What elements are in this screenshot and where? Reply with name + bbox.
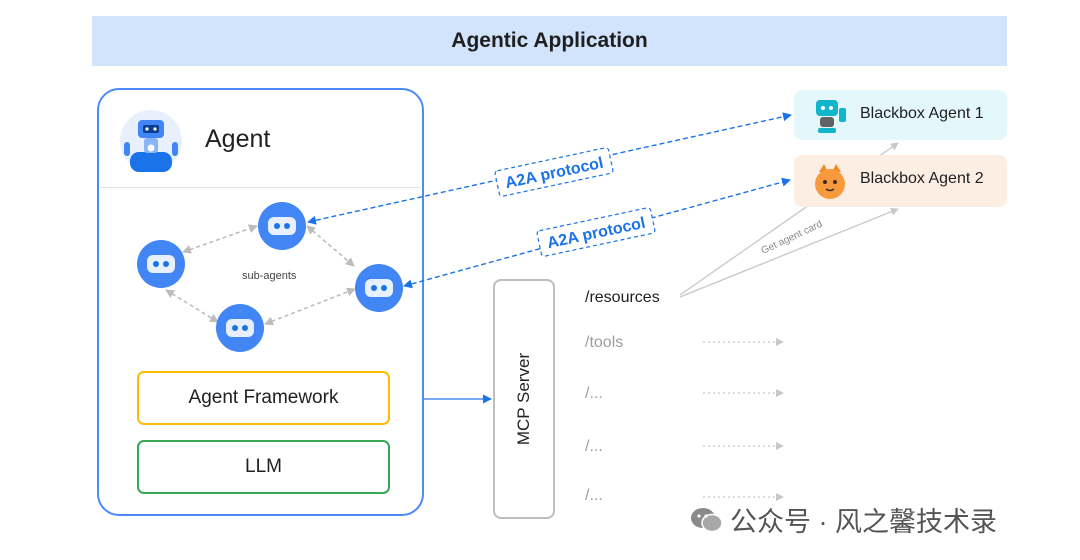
mcp-server-label: MCP Server (514, 352, 533, 446)
other-endpoint: /... (585, 385, 603, 402)
subagent-robot-icon (137, 240, 185, 288)
subagent-link (182, 224, 258, 254)
subagent-robot-icon (258, 202, 306, 250)
agent-card-arrow-2 (679, 207, 899, 298)
other-endpoint: /... (585, 487, 603, 504)
agent-divider (100, 187, 421, 188)
llm-label: LLM (245, 456, 282, 477)
resources-endpoint: /resources (585, 289, 660, 306)
agent-card-label: Get agent card (760, 219, 825, 257)
subagent-link (306, 225, 355, 267)
other-endpoint: /... (585, 438, 603, 455)
blackbox-agent-1: Blackbox Agent 1 (794, 90, 1007, 140)
agent-container (97, 88, 424, 516)
cat-orange-icon (815, 164, 845, 199)
subagent-robot-icon (355, 264, 403, 312)
watermark-text: 公众号 · 风之馨技术录 (730, 507, 997, 537)
protocol-label-2: A2A protocol (536, 207, 656, 257)
agent-framework-label: Agent Framework (188, 387, 339, 408)
subagent-robot-icon (216, 304, 264, 352)
watermark: 公众号 · 风之馨技术录 (690, 500, 997, 539)
wechat-icon (691, 507, 723, 532)
a2a-arrow-1 (307, 112, 792, 225)
agent-framework-box: Agent Framework (137, 371, 390, 425)
tools-endpoint: /tools (585, 334, 624, 351)
application-banner: Agentic Application (92, 16, 1007, 66)
robot-agent-icon (120, 110, 182, 172)
blackbox-agent-2: Blackbox Agent 2 (794, 155, 1007, 207)
banner-title: Agentic Application (451, 29, 648, 52)
robot-teal-icon (816, 100, 846, 133)
subagents-label: sub-agents (242, 270, 297, 282)
blackbox-agent-2-label: Blackbox Agent 2 (860, 170, 984, 187)
subagent-link (264, 287, 356, 326)
llm-box: LLM (137, 440, 390, 494)
agent-title: Agent (205, 125, 271, 153)
subagent-link (165, 289, 219, 323)
mcp-server-box (493, 279, 555, 519)
blackbox-agent-1-label: Blackbox Agent 1 (860, 105, 984, 122)
protocol-label-1: A2A protocol (494, 147, 614, 197)
